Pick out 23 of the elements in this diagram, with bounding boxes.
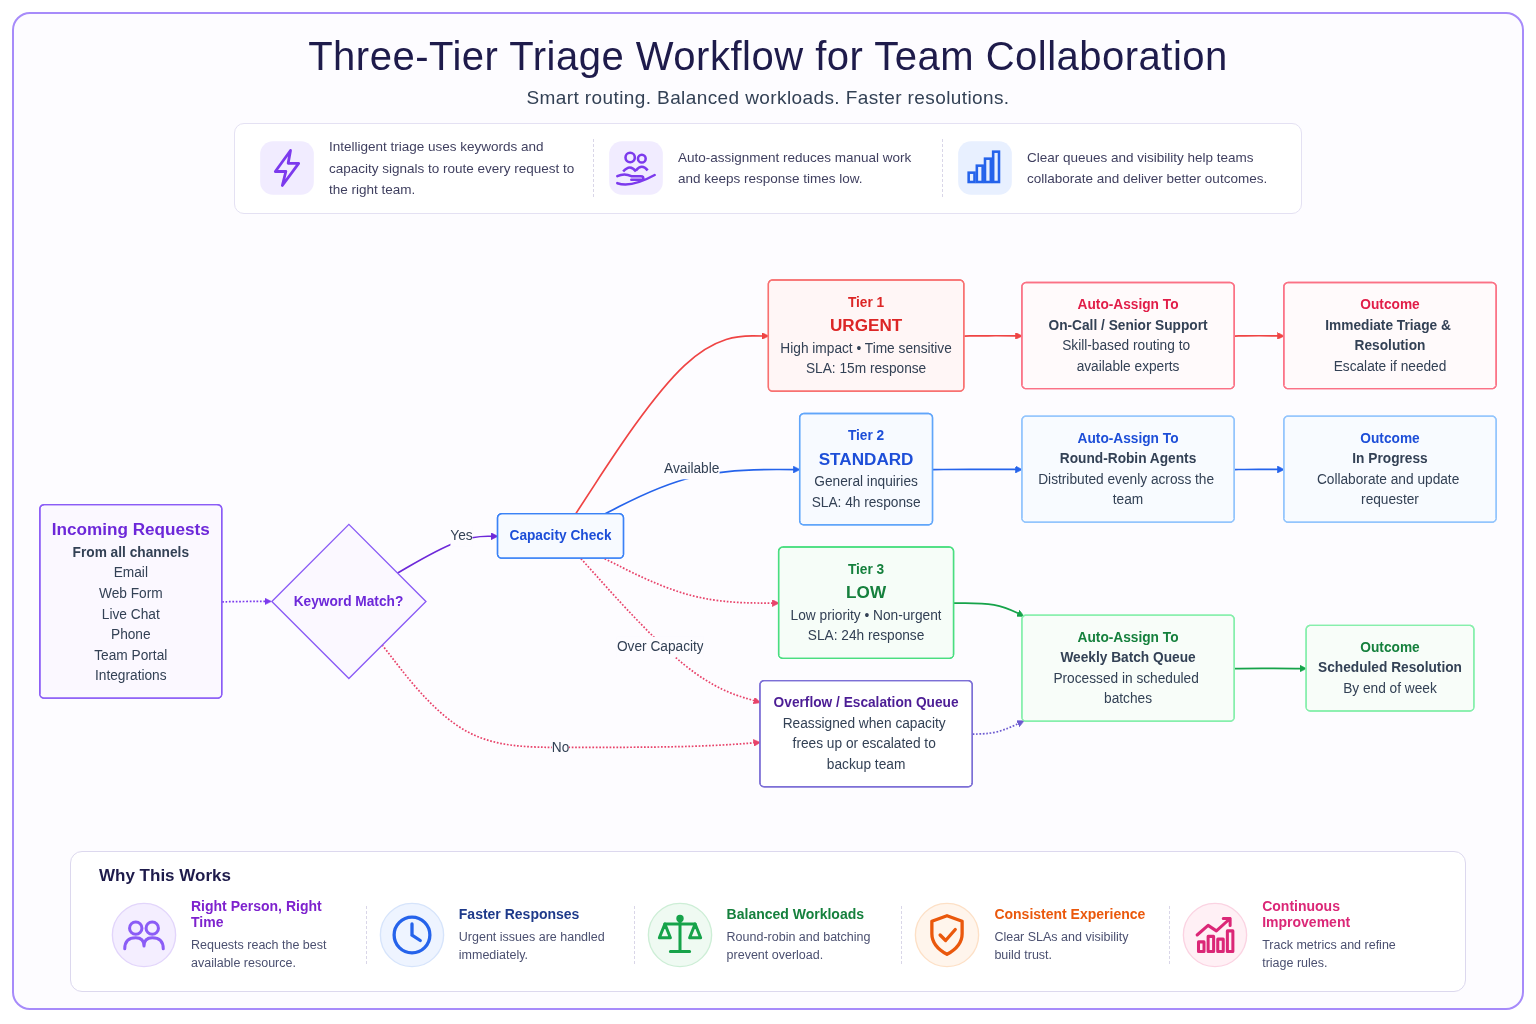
subtitle: Smart routing. Balanced workloads. Faster resolutions. (526, 87, 1010, 109)
benefit-text: Urgent issues are handled immediately. (458, 928, 606, 965)
edge-label: No (551, 739, 570, 755)
title: Three-Tier Triage Workflow for Team Collaboration (308, 34, 1228, 79)
feature-text: Auto-assignment reduces manual work and keeps response times low. (678, 148, 913, 189)
arrow (953, 601, 1025, 617)
benefit-text: Clear SLAs and visibility build trust. (994, 928, 1130, 965)
benefit-title: Continuous Improvement (1262, 897, 1352, 930)
section-heading: Why This Works (99, 865, 232, 886)
node-diamond (270, 523, 427, 680)
edge-label: Yes (450, 528, 473, 543)
feature-text: Clear queues and visibility help teams collaborate and deliver better outcomes. (1027, 148, 1269, 189)
benefit-title: Consistent Experience (994, 905, 1146, 922)
benefit-title: Right Person, Right Time (191, 897, 323, 930)
benefit-title: Balanced Workloads (726, 905, 866, 922)
benefit-text: Track metrics and refine triage rules. (1262, 936, 1397, 973)
benefit-text: Round-robin and batching prevent overload. (726, 928, 872, 965)
edge-label: Over Capacity (616, 638, 704, 654)
feature-text: Intelligent triage uses keywords and capacity signals to route every request to the right team. (329, 138, 576, 200)
benefit-title: Faster Responses (458, 905, 581, 922)
page-frame: Three-Tier Triage Workflow for Team Collaboration Smart routing. Balanced workloads. Faster resolutions. Intelligent triage uses keywords and capacity signals to route every request to the right team. Auto-assignment reduces manual work and keeps response times low. Clear queues and visibility help teams collaborate and deliver better outcomes. Yes No Available Over Capacity Incoming Requests From all channels Email Web Form Live Chat Phone Team Portal Integrations Keyword Match? Capacity Check Tier 1 URGENT High impact • Time sensitive SLA: 15m response Auto-Assign To On-Call / Senior Support Skill-based routing to available experts Outcome Immediate Triage & Resolution Escalate if needed Tier 2 STANDARD General inquiries SLA: 4h response Auto-Assign To Round-Robin Agents Distributed evenly across the team Outcome In Progress Collaborate and update requester Tier 3 LOW Low priority • Non-urgent SLA: 24h response Auto-Assign To Weekly Batch Queue Processed in scheduled batches Outcome Scheduled Resolution By end of week Overflow / Escalation Queue Reassigned when capacity frees up or escalated to backup team Why This Works Right Person, Right Time Requests reach the best available resource. Faster Responses Urgent issues are handled immediately. Balanced Workloads Round-robin and batching prevent overload. Consistent Experience Clear SLAs and visibility build trust. Continuous Improvement Track metrics and refine triage rules. (12, 12, 1524, 1010)
benefit-text: Requests reach the best available resource. (191, 936, 328, 973)
edge-label: Available (664, 461, 720, 476)
